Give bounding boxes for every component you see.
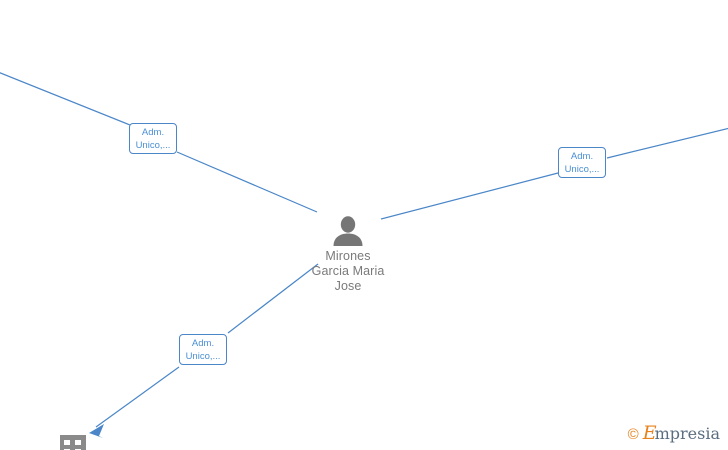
copyright-icon: ©	[627, 425, 639, 443]
edge-label-bottom-left[interactable]: Adm. Unico,...	[179, 334, 227, 365]
node-person-center[interactable]: Mirones Garcia Maria Jose	[283, 216, 413, 294]
edge-label-top-left[interactable]: Adm. Unico,...	[129, 123, 177, 154]
node-company-bottom-left[interactable]	[43, 435, 103, 450]
brand-rest: mpresia	[654, 424, 720, 443]
edge-line-bottom-left-upper	[227, 263, 319, 334]
edge-line-bottom-left-lower	[95, 366, 180, 428]
brand-initial: E	[642, 422, 657, 444]
node-person-label: Mirones Garcia Maria Jose	[311, 249, 385, 293]
building-icon	[60, 435, 86, 450]
watermark: © Empresia	[628, 424, 720, 444]
edge-line-right-outer	[606, 127, 728, 159]
edge-label-right[interactable]: Adm. Unico,...	[558, 147, 606, 178]
person-icon	[333, 216, 363, 246]
edge-line-right-inner	[380, 172, 559, 220]
edge-arrowhead-bottom-left	[89, 424, 104, 438]
edge-line-top-left-inner	[176, 151, 318, 213]
edge-line-top-left-outer	[0, 72, 131, 126]
brand-name: Empresia	[643, 424, 720, 444]
